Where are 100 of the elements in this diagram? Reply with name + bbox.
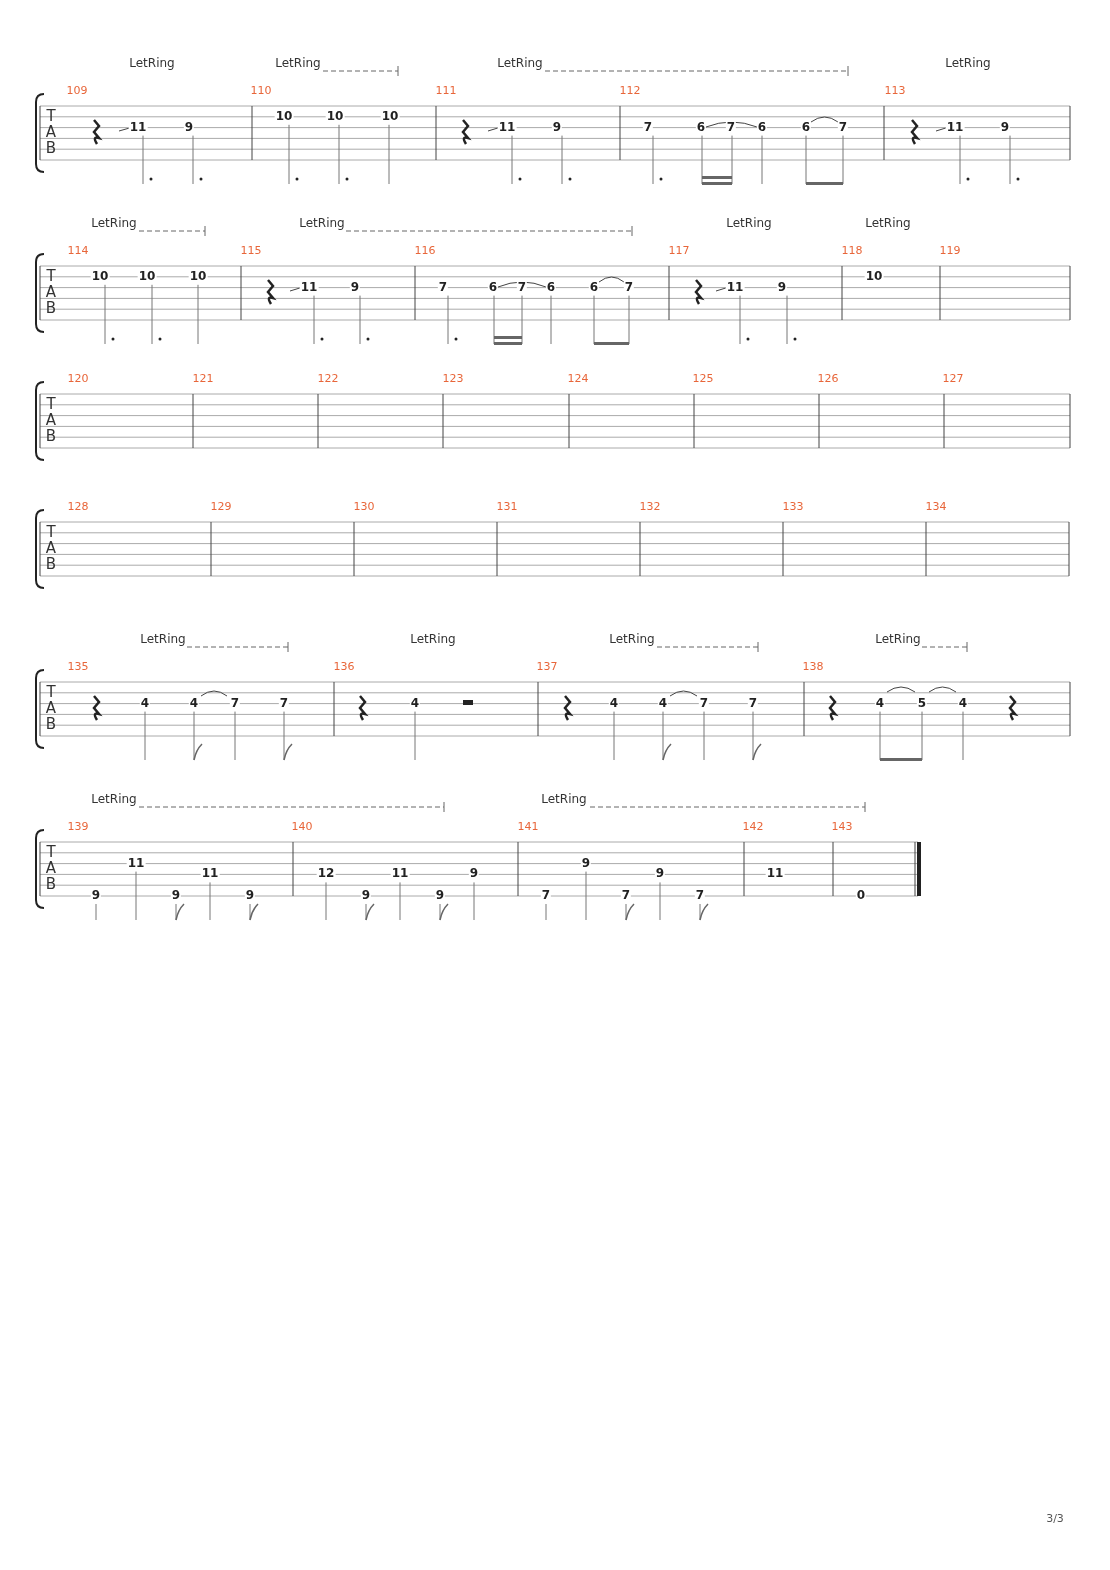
measure-number: 122 [317,372,339,384]
fret-number: 6 [487,280,499,293]
fret-number: 7 [620,889,632,901]
tab-clef-letter: T [46,108,56,124]
fret-number: 9 [360,889,372,901]
measure-number: 118 [841,244,863,256]
measure-number: 132 [639,500,661,512]
tab-clef-letter: B [45,716,57,732]
measure-number: 119 [939,244,961,256]
fret-number: 0 [855,889,867,901]
fret-number: 11 [765,867,785,880]
fret-number: 6 [756,120,768,133]
fret-number: 9 [244,889,256,901]
measure-number: 140 [291,820,313,832]
let-ring-marking: LetRing [91,217,137,229]
measure-number: 117 [668,244,690,256]
fret-number: 4 [874,696,886,709]
fret-number: 9 [434,889,446,901]
measure-number: 139 [67,820,89,832]
fret-number: 9 [170,889,182,901]
measure-number: 109 [66,84,88,96]
measure-number: 111 [435,84,457,96]
let-ring-marking: LetRing [129,57,175,69]
fret-number: 11 [126,856,146,869]
fret-number: 10 [325,109,345,122]
measure-number: 136 [333,660,355,672]
fret-number: 7 [516,280,528,293]
fret-number: 7 [540,889,552,901]
let-ring-marking: LetRing [875,633,921,645]
measure-number: 129 [210,500,232,512]
measure-number: 127 [942,372,964,384]
fret-number: 9 [349,280,361,293]
let-ring-marking: LetRing [541,793,587,805]
let-ring-marking: LetRing [140,633,186,645]
fret-number: 11 [299,280,319,293]
let-ring-marking: LetRing [299,217,345,229]
measure-number: 114 [67,244,89,256]
fret-number: 11 [128,120,148,133]
measure-number: 116 [414,244,436,256]
measure-number: 134 [925,500,947,512]
fret-number: 7 [229,696,241,709]
measure-number: 131 [496,500,518,512]
fret-number: 10 [90,269,110,282]
fret-number: 4 [188,696,200,709]
fret-number: 4 [608,696,620,709]
measure-number: 110 [250,84,272,96]
fret-number: 10 [380,109,400,122]
fret-number: 4 [139,696,151,709]
tab-clef-letter: T [46,684,56,700]
fret-number: 5 [916,696,928,709]
tab-clef-letter: T [46,396,56,412]
tab-clef-letter: A [45,540,57,556]
fret-number: 9 [468,867,480,880]
fret-number: 11 [945,120,965,133]
fret-number: 9 [654,867,666,880]
fret-number: 10 [864,269,884,282]
measure-number: 135 [67,660,89,672]
fret-number: 7 [837,120,849,133]
measure-number: 112 [619,84,641,96]
tab-clef-letter: B [45,876,57,892]
let-ring-marking: LetRing [865,217,911,229]
fret-number: 6 [800,120,812,133]
fret-number: 7 [642,120,654,133]
fret-number: 9 [90,889,102,901]
tab-clef-letter: T [46,524,56,540]
let-ring-marking: LetRing [497,57,543,69]
measure-number: 130 [353,500,375,512]
fret-number: 9 [580,856,592,869]
measure-number: 142 [742,820,764,832]
fret-number: 6 [695,120,707,133]
page-number: 3/3 [1046,1512,1064,1524]
fret-number: 9 [999,120,1011,133]
tab-clef-letter: B [45,428,57,444]
tab-clef-letter: B [45,140,57,156]
tab-clef-letter: B [45,300,57,316]
fret-number: 10 [274,109,294,122]
fret-number: 11 [725,280,745,293]
measure-number: 138 [802,660,824,672]
tab-clef-letter: A [45,284,57,300]
measure-number: 143 [831,820,853,832]
fret-number: 9 [776,280,788,293]
fret-number: 6 [588,280,600,293]
fret-number: 10 [137,269,157,282]
measure-number: 133 [782,500,804,512]
fret-number: 4 [957,696,969,709]
let-ring-marking: LetRing [945,57,991,69]
measure-number: 141 [517,820,539,832]
fret-number: 11 [200,867,220,880]
measure-number: 137 [536,660,558,672]
let-ring-marking: LetRing [726,217,772,229]
tab-clef-letter: A [45,860,57,876]
fret-number: 6 [545,280,557,293]
let-ring-marking: LetRing [410,633,456,645]
tab-clef-letter: A [45,700,57,716]
measure-number: 123 [442,372,464,384]
fret-number: 7 [747,696,759,709]
fret-number: 7 [623,280,635,293]
tab-clef-letter: T [46,268,56,284]
let-ring-marking: LetRing [91,793,137,805]
fret-number: 7 [437,280,449,293]
